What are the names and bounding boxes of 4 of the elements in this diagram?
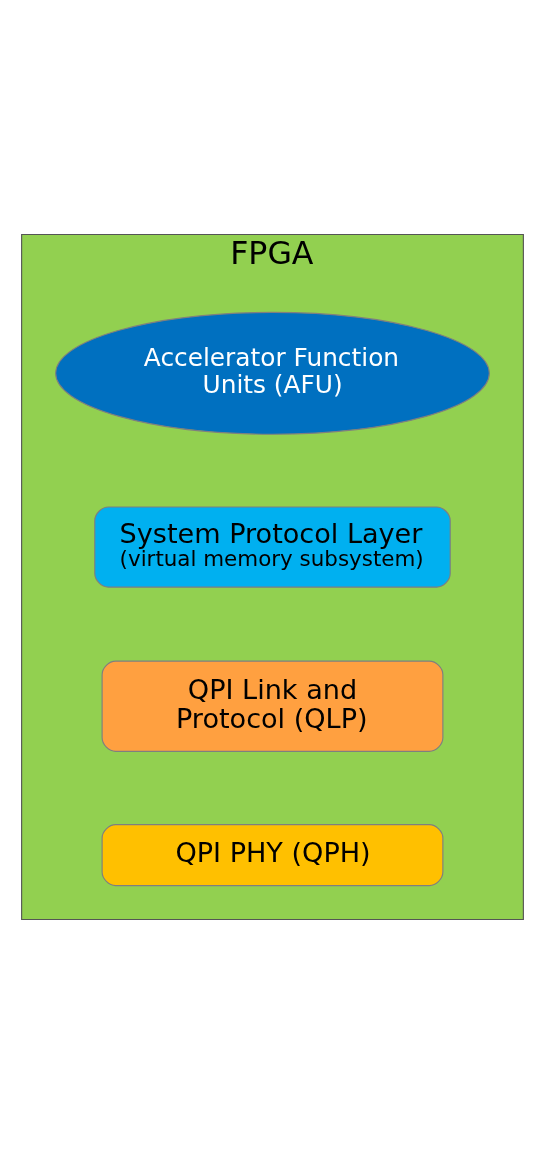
node-box: System Protocol Layer (virtual memory subsystem) — [94, 505, 451, 588]
node-ellipse: Accelerator Function Units (AFU) — [55, 311, 490, 435]
node-box: QPI PHY (QPH) — [101, 823, 444, 886]
node-box: QPI Link and Protocol (QLP) — [101, 660, 444, 752]
